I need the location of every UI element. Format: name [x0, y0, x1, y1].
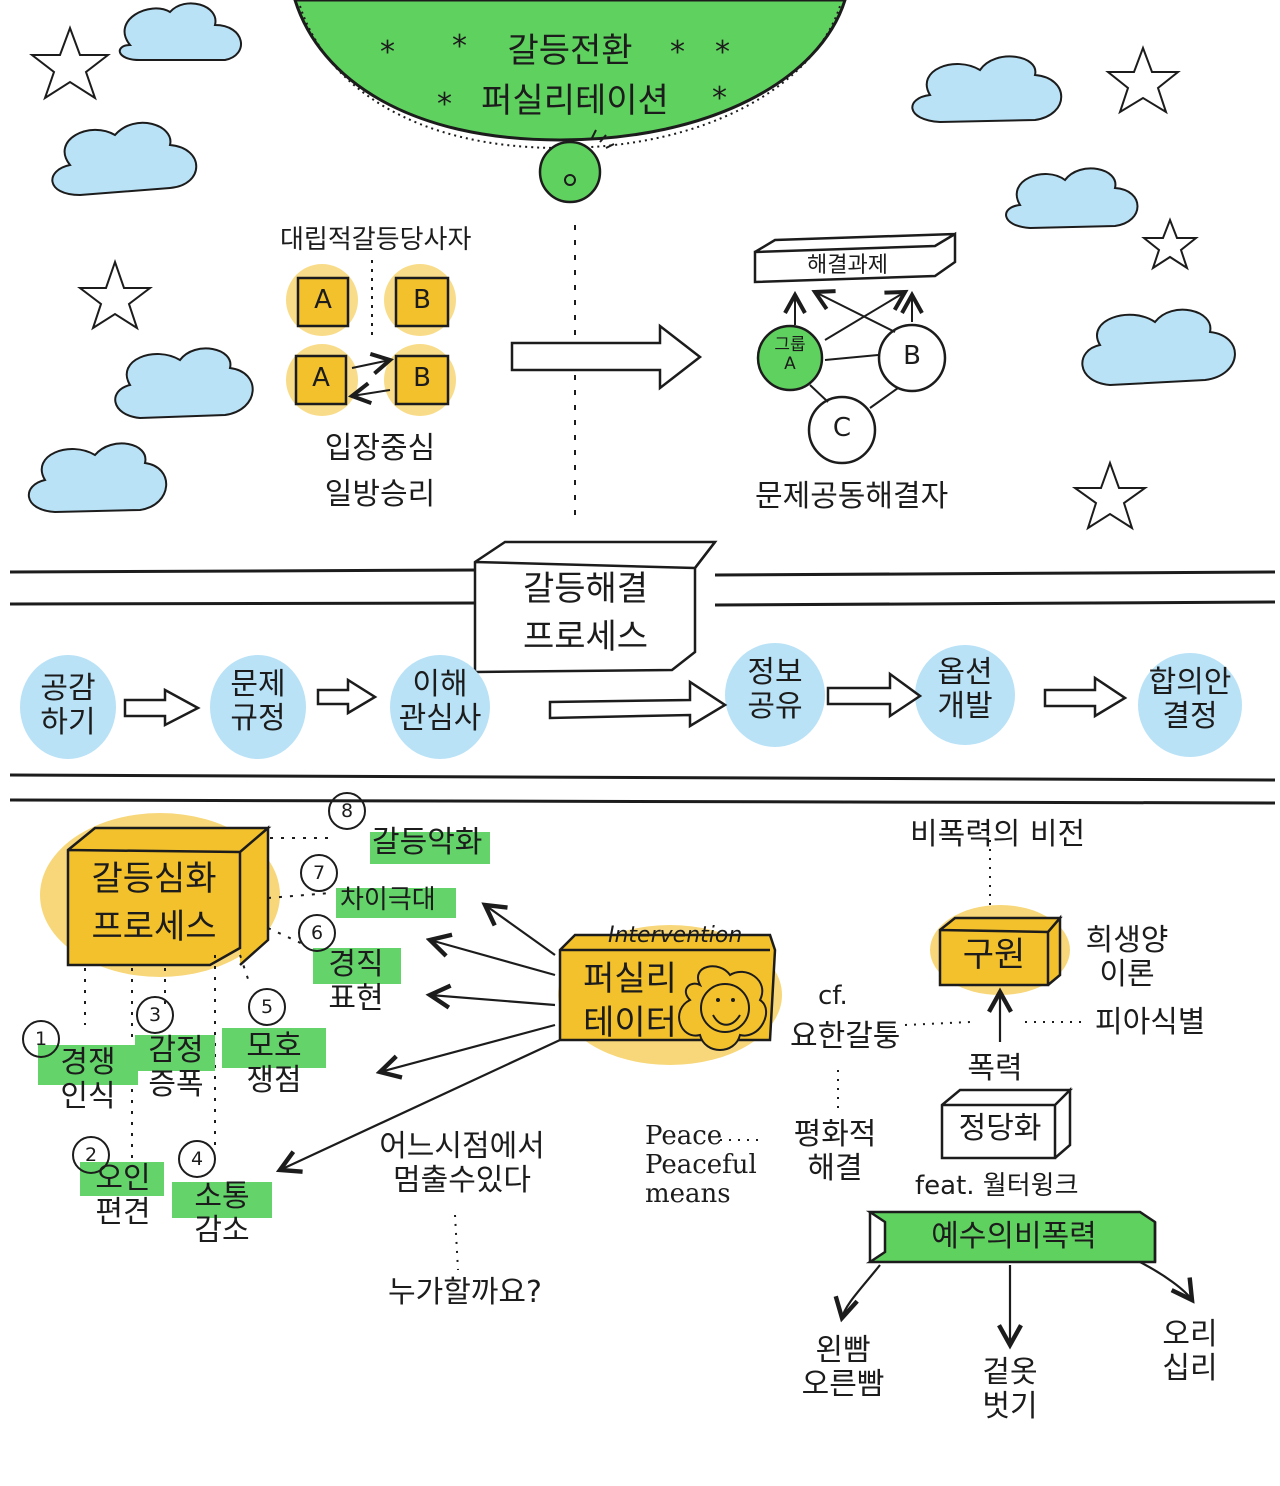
joint-problem-solvers-label: 문제공동해결자 [755, 480, 948, 514]
hollow-arrow-icon [550, 682, 725, 726]
salvation-label: 구원 [942, 936, 1046, 974]
party-b-label: B [396, 286, 448, 315]
hollow-arrow-icon [318, 680, 375, 713]
asterisk-icon: * [670, 36, 685, 70]
cloud-icon [1006, 168, 1137, 228]
jesus-nonviolence-banner: 예수의비폭력 [880, 1220, 1148, 1254]
cloud-icon [52, 123, 196, 195]
step-number-8: 8 [328, 792, 366, 830]
asterisk-icon: * [715, 36, 730, 70]
escalation-step-8: 갈등악화 [372, 826, 482, 860]
step-number-7: 7 [300, 854, 338, 892]
title-line1: 갈등전환 [490, 32, 650, 70]
hollow-arrow-icon [125, 690, 198, 725]
deepening-box-line2: 프로세스 [68, 908, 240, 946]
party-b-label: B [396, 364, 448, 393]
facilitator-line1: 퍼실리 [565, 960, 695, 998]
position-centered-label: 입장중심 [300, 432, 460, 466]
title-line2: 퍼실리테이션 [460, 82, 690, 120]
intervention-label: Intervention [608, 924, 742, 949]
asterisk-icon: * [712, 82, 727, 116]
node-b-label: B [880, 342, 944, 371]
friend-or-foe-label: 피아식별 [1095, 1006, 1205, 1040]
star-icon [1075, 463, 1145, 528]
cloud-icon [115, 348, 252, 418]
process-box-line1: 갈등해결 [478, 570, 693, 608]
facilitator-line2: 테이터 [565, 1004, 695, 1042]
one-sided-victory-label: 일방승리 [300, 478, 460, 512]
hollow-arrow-icon [828, 674, 920, 716]
johan-galtung-label: 요한갈퉁 [790, 1020, 900, 1054]
star-icon [1108, 48, 1178, 112]
party-a-label: A [296, 364, 346, 393]
violence-label: 폭력 [950, 1052, 1040, 1086]
star-icon [1144, 220, 1196, 268]
cloud-icon [912, 56, 1061, 122]
process-box-line2: 프로세스 [478, 618, 693, 656]
cloud-icon [120, 3, 241, 60]
deepening-box-line1: 갈등심화 [68, 860, 240, 898]
nonviolence-vision-label: 비폭력의 비전 [910, 818, 1085, 852]
who-will-do-label: 누가할까요? [388, 1276, 542, 1310]
cloud-icon [1082, 310, 1235, 385]
step-number-4: 4 [178, 1140, 216, 1178]
party-a-label: A [298, 286, 348, 315]
asterisk-icon: * [452, 30, 467, 64]
title-dome [295, 0, 845, 148]
asterisk-icon: * [380, 36, 395, 70]
hollow-arrow-icon [512, 326, 700, 388]
cloud-icon [29, 443, 166, 512]
hollow-arrow-icon [1045, 678, 1125, 716]
step-number-5: 5 [248, 988, 286, 1026]
feat-walter-wink-label: feat. 월터윙크 [915, 1172, 1079, 1201]
justification-label: 정당화 [944, 1112, 1056, 1146]
step-number-3: 3 [136, 996, 174, 1034]
star-icon [80, 262, 150, 328]
escalation-step-7: 차이극대 [340, 886, 436, 915]
cf-label: cf. [818, 982, 848, 1011]
node-c-label: C [810, 414, 874, 443]
opposing-parties-heading: 대립적갈등당사자 [280, 226, 471, 255]
task-box-label: 해결과제 [760, 254, 935, 279]
star-icon [32, 28, 108, 98]
asterisk-icon: * [437, 88, 452, 122]
